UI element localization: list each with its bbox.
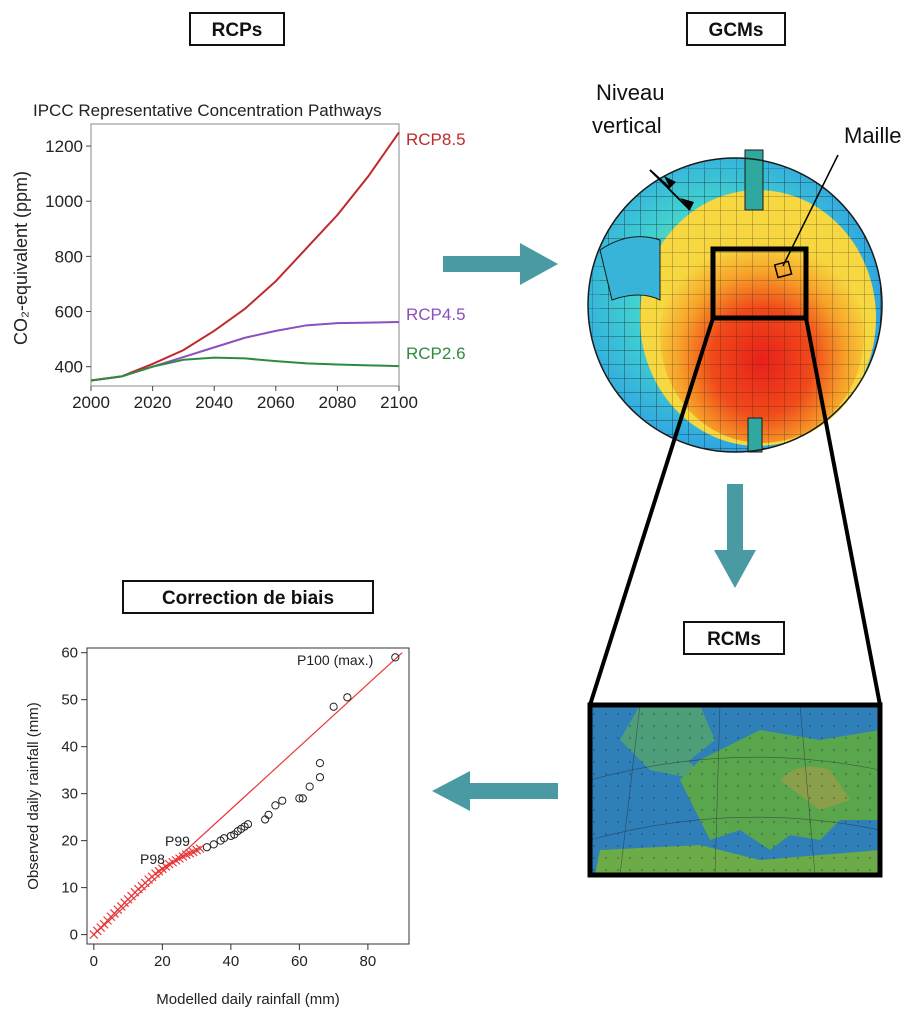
correction-de-biais-label: Correction de biais [122, 580, 374, 614]
p98-annotation: P98 [140, 851, 165, 867]
niveau-vertical-label-line1: Niveau [596, 80, 664, 105]
rcp-series-line-RCP85 [90, 131, 400, 382]
rcps-label: RCPs [189, 12, 285, 46]
qq-circle-point [391, 653, 400, 662]
qq-y-axis-label: Observed daily rainfall (mm) [25, 702, 42, 890]
qq-cross-point [195, 844, 205, 854]
qq-x-tick-label: 80 [360, 953, 377, 970]
rcp-y-tick-label: 1200 [45, 137, 83, 156]
maille-label: Maille [844, 123, 901, 148]
rcp-y-axis-label: CO₂-equivalent (ppm) [11, 171, 31, 345]
qq-x-tick-label: 40 [223, 953, 240, 970]
qq-y-tick-label: 50 [61, 692, 78, 709]
rcp85-label: RCP8.5 [406, 130, 466, 149]
rcp-x-tick-label: 2000 [72, 393, 110, 412]
qq-circle-point [305, 782, 314, 791]
globe-cutaway-notch [599, 236, 661, 301]
qq-y-tick-label: 10 [61, 880, 78, 897]
qq-y-tick-label: 20 [61, 833, 78, 850]
qq-x-tick-label: 0 [90, 953, 98, 970]
p100-annotation: P100 (max.) [297, 652, 373, 668]
arrow-down-gcm-to-rcm [714, 484, 756, 588]
rcms-label: RCMs [683, 621, 785, 655]
qq-circle-point [278, 796, 287, 805]
qq-circle-point [209, 840, 218, 849]
qq-circle-point [298, 794, 307, 803]
grid-cell-marker [773, 260, 793, 279]
globe-vertical-column-top [744, 149, 764, 211]
qq-x-axis-label: Modelled daily rainfall (mm) [156, 991, 339, 1008]
qq-y-tick-label: 0 [70, 927, 78, 944]
arrow-left-rcm-to-correction [432, 771, 558, 811]
qq-circle-point [295, 794, 304, 803]
qq-circle-point [243, 820, 253, 829]
p99-annotation: P99 [165, 833, 190, 849]
rcp-series-line-RCP26 [90, 356, 400, 382]
qq-circle-point [315, 773, 325, 782]
rcm-map-frame [587, 702, 883, 878]
qq-x-tick-label: 20 [154, 953, 171, 970]
qq-circle-point [271, 801, 280, 810]
qq-circle-point [329, 702, 338, 711]
qq-circle-point [343, 693, 352, 702]
qq-y-tick-label: 40 [61, 739, 78, 756]
qq-x-tick-label: 60 [291, 953, 308, 970]
rcp-y-tick-label: 400 [55, 358, 83, 377]
qq-circle-point [315, 759, 325, 768]
rcp-plot-frame [90, 123, 400, 387]
qq-reference-line [93, 652, 403, 936]
qq-circle-point [202, 843, 211, 852]
zoom-window-on-globe [710, 246, 809, 321]
globe-vertical-column-bottom [747, 417, 763, 453]
arrow-right-rcp-to-gcm [443, 243, 558, 285]
rcp45-label: RCP4.5 [406, 305, 466, 324]
gcms-label: GCMs [686, 12, 786, 46]
qq-y-tick-label: 60 [61, 645, 78, 662]
qq-circle-point [264, 810, 273, 819]
rcp-y-tick-label: 1000 [45, 192, 83, 211]
niveau-vertical-label-line2: vertical [592, 113, 662, 138]
rcp-x-tick-label: 2080 [318, 393, 356, 412]
rcp-x-tick-label: 2060 [257, 393, 295, 412]
rcp26-label: RCP2.6 [406, 344, 466, 363]
rcp-x-tick-label: 2040 [195, 393, 233, 412]
rcp-y-tick-label: 800 [55, 247, 83, 266]
rcp-x-tick-label: 2020 [134, 393, 172, 412]
rcp-x-tick-label: 2100 [380, 393, 418, 412]
rcp-chart-title: IPCC Representative Concentration Pathwa… [33, 101, 382, 120]
rcp-y-tick-label: 600 [55, 303, 83, 322]
qq-plot-frame [86, 647, 410, 945]
qq-y-tick-label: 30 [61, 786, 78, 803]
